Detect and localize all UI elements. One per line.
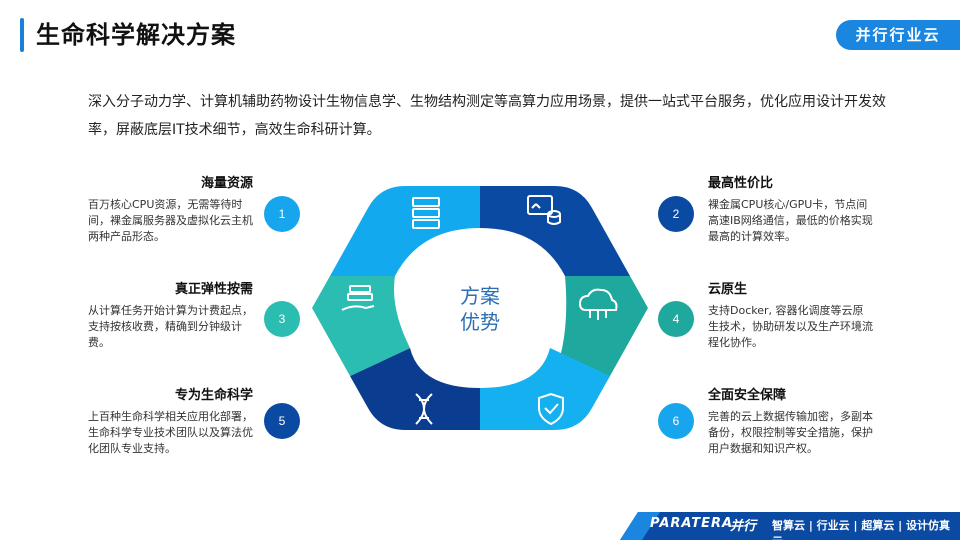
- cloud-network-icon: [578, 288, 618, 320]
- feature-number: 4: [658, 301, 694, 337]
- feature-5: 专为生命科学 上百种生命科学相关应用化部署，生命科学专业技术团队以及算法优化团队…: [88, 384, 253, 457]
- feature-number: 1: [264, 196, 300, 232]
- feature-number: 6: [658, 403, 694, 439]
- feature-title: 专为生命科学: [174, 388, 253, 403]
- footer-band: [620, 512, 960, 540]
- feature-1: 海量资源 百万核心CPU资源，无需等待时间，裸金属服务器及虚拟化云主机两种产品形…: [88, 172, 253, 245]
- footer-links: 智算云 | 行业云 | 超算云 | 设计仿真云: [772, 519, 951, 540]
- hand-server-icon: [341, 285, 375, 311]
- center-label: 方案 优势: [460, 284, 500, 334]
- feature-desc: 从计算任务开始计算为计费起点，支持按核收费，精确到分钟级计费。: [88, 304, 253, 349]
- hex-segment-bottom-right: [480, 348, 610, 430]
- feature-title: 最高性价比: [708, 176, 774, 191]
- monitor-database-icon: [527, 195, 561, 225]
- feature-desc: 裸金属CPU核心/GPU卡，节点间高速IB网络通信，最低的价格实现最高的计算效率…: [708, 198, 873, 243]
- feature-2: 最高性价比 裸金属CPU核心/GPU卡，节点间高速IB网络通信，最低的价格实现最…: [708, 172, 873, 245]
- feature-title: 真正弹性按需: [174, 282, 253, 297]
- hex-segment-bottom-left: [350, 348, 480, 430]
- title-accent-bar: [20, 18, 24, 52]
- shield-check-icon: [538, 392, 564, 426]
- feature-desc: 上百种生命科学相关应用化部署，生命科学专业技术团队以及算法优化团队专业支持。: [88, 410, 253, 455]
- feature-3: 真正弹性按需 从计算任务开始计算为计费起点，支持按核收费，精确到分钟级计费。: [88, 278, 253, 351]
- feature-title: 云原生: [708, 282, 748, 297]
- feature-desc: 百万核心CPU资源，无需等待时间，裸金属服务器及虚拟化云主机两种产品形态。: [88, 198, 253, 243]
- feature-4: 云原生 支持Docker, 容器化调度等云原生技术，协助研发以及生产环境流程化协…: [708, 278, 873, 351]
- feature-number: 3: [264, 301, 300, 337]
- feature-title: 全面安全保障: [708, 388, 787, 403]
- feature-desc: 支持Docker, 容器化调度等云原生技术，协助研发以及生产环境流程化协作。: [708, 304, 873, 349]
- feature-desc: 完善的云上数据传输加密，多副本备份，权限控制等安全措施，保护用户数据和知识产权。: [708, 410, 873, 455]
- footer-logo-cn: 并行: [730, 519, 757, 534]
- hex-segment-top-left: [330, 186, 480, 276]
- feature-6: 全面安全保障 完善的云上数据传输加密，多副本备份，权限控制等安全措施，保护用户数…: [708, 384, 873, 457]
- hex-segment-left: [312, 276, 410, 376]
- hex-segment-top-right: [480, 186, 630, 276]
- dna-icon: [415, 393, 433, 425]
- brand-tag: 并行行业云: [836, 20, 960, 50]
- solution-hexagon: [312, 186, 648, 430]
- feature-number: 5: [264, 403, 300, 439]
- page-title: 生命科学解决方案: [36, 21, 236, 49]
- footer-logo: PARATERA: [650, 516, 734, 531]
- feature-number: 2: [658, 196, 694, 232]
- server-icon: [412, 197, 440, 229]
- intro-text: 深入分子动力学、计算机辅助药物设计生物信息学、生物结构测定等高算力应用场景，提供…: [88, 94, 886, 138]
- feature-title: 海量资源: [200, 176, 253, 191]
